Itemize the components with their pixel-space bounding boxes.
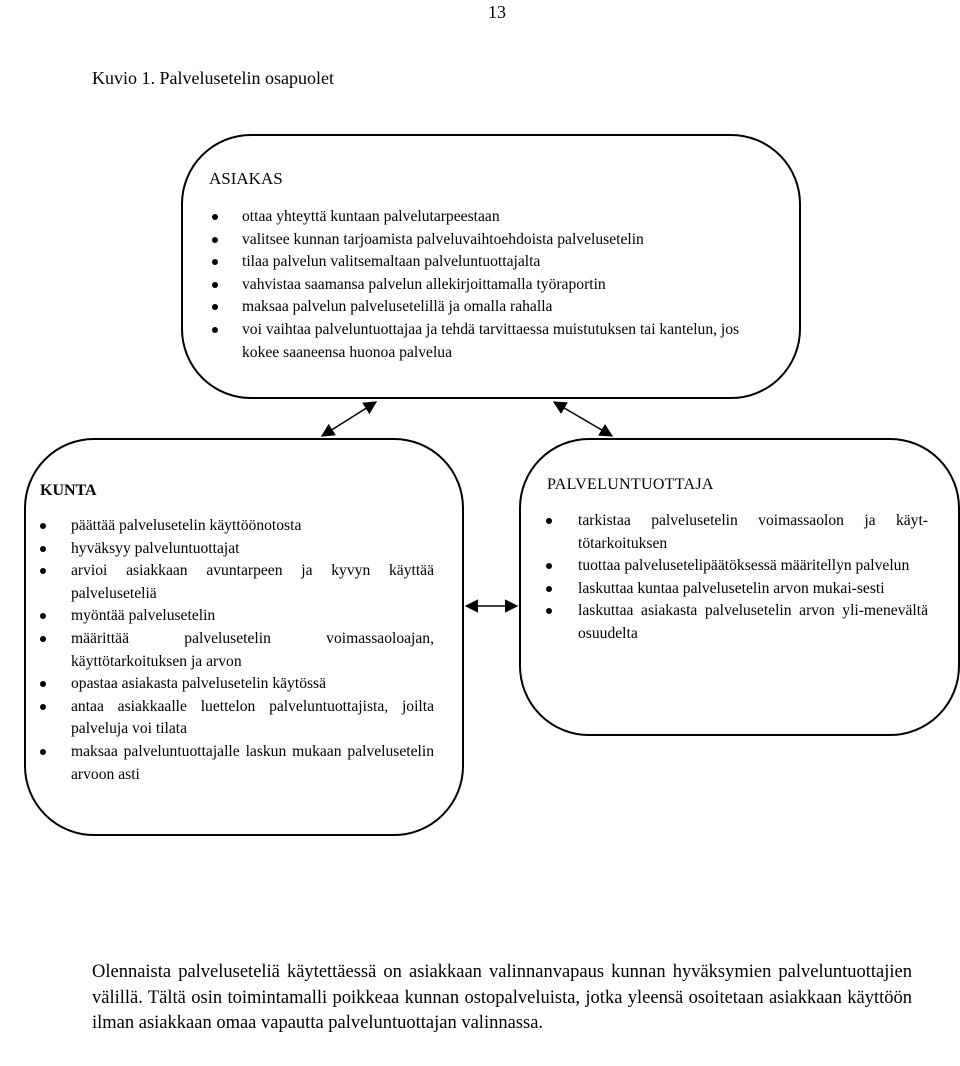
list-item: laskuttaa asiakasta palvelusetelin arvon… — [546, 600, 928, 645]
list-item: tarkistaa palvelusetelin voimassaolon ja… — [546, 510, 928, 555]
kunta-box: KUNTA päättää palvelusetelin käyttöönoto… — [24, 438, 464, 836]
kunta-list: päättää palvelusetelin käyttöönotosta hy… — [40, 515, 434, 786]
asiakas-title: ASIAKAS — [209, 169, 283, 188]
list-item: hyväksyy palveluntuottajat — [40, 538, 434, 561]
list-item: arvioi asiakkaan avuntarpeen ja kyvyn kä… — [40, 560, 434, 605]
palveluntuottaja-list: tarkistaa palvelusetelin voimassaolon ja… — [546, 510, 928, 646]
list-item: antaa asiakkaalle luettelon palveluntuot… — [40, 696, 434, 741]
list-item: tilaa palvelun valitsemaltaan palveluntu… — [212, 251, 762, 274]
list-item: valitsee kunnan tarjoamista palveluvaiht… — [212, 229, 762, 252]
list-item: vahvistaa saamansa palvelun allekirjoitt… — [212, 274, 762, 297]
list-item: myöntää palvelusetelin — [40, 605, 434, 628]
palveluntuottaja-title: PALVELUNTUOTTAJA — [547, 476, 714, 493]
arrow-asiakas-kunta — [320, 401, 378, 437]
list-item: maksaa palvelun palvelusetelillä ja omal… — [212, 296, 762, 319]
list-item: maksaa palveluntuottajalle laskun mukaan… — [40, 741, 434, 786]
list-item: määrittää palvelusetelin voimassaoloajan… — [40, 628, 434, 673]
figure-caption: Kuvio 1. Palvelusetelin osapuolet — [92, 68, 334, 88]
page-number: 13 — [488, 2, 506, 22]
list-item: laskuttaa kuntaa palvelusetelin arvon mu… — [546, 578, 928, 601]
body-paragraph: Olennaista palveluseteliä käytettäessä o… — [92, 962, 912, 1033]
palveluntuottaja-box: PALVELUNTUOTTAJA tarkistaa palveluseteli… — [519, 438, 960, 736]
asiakas-list: ottaa yhteyttä kuntaan palvelutarpeestaa… — [212, 206, 762, 364]
list-item: voi vaihtaa palveluntuottajaa ja tehdä t… — [212, 319, 762, 364]
arrow-asiakas-palveluntuottaja — [552, 401, 614, 437]
list-item: ottaa yhteyttä kuntaan palvelutarpeestaa… — [212, 206, 762, 229]
kunta-title: KUNTA — [40, 482, 97, 499]
list-item: opastaa asiakasta palvelusetelin käytöss… — [40, 673, 434, 696]
asiakas-box: ASIAKAS ottaa yhteyttä kuntaan palveluta… — [181, 134, 801, 399]
list-item: päättää palvelusetelin käyttöönotosta — [40, 515, 434, 538]
list-item: tuottaa palvelusetelipäätöksessä määrite… — [546, 555, 928, 578]
